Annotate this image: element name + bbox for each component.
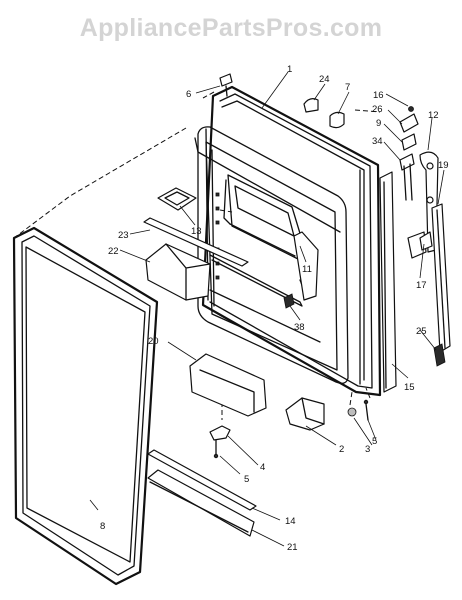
bracket-2 [285,397,325,431]
callout-7: 7 [345,82,350,93]
callout-16: 16 [373,90,384,101]
mounting-holes [215,192,220,280]
callout-20: 20 [148,336,159,347]
callout-21: 21 [287,542,298,553]
shelf-retainer-11 [293,231,319,301]
callout-22: 22 [108,246,119,257]
callout-15: 15 [404,382,415,393]
callout-4: 4 [260,462,265,473]
callout-38: 38 [294,322,305,333]
callout-5-lower: 5 [244,474,249,485]
hinge-pin-parts [347,399,369,421]
callout-17: 17 [416,280,427,291]
callout-34: 34 [372,136,383,147]
callout-5-upper: 5 [372,436,377,447]
callout-24: 24 [319,74,330,85]
plug-24 [303,98,319,113]
callout-8: 8 [100,521,105,532]
callout-labels: 1 24 7 16 6 26 12 9 34 19 13 23 22 11 17… [100,64,449,553]
callout-13: 13 [191,226,202,237]
door-handle [431,203,451,353]
bottom-trim-strips [147,449,257,537]
door-trim-strip [379,171,397,393]
clip-38 [283,293,295,309]
door-gasket [12,226,159,586]
callout-leaders [89,71,445,547]
callout-6: 6 [186,89,191,100]
door-bin [189,353,267,417]
callout-14: 14 [285,516,296,527]
callout-9: 9 [376,118,381,129]
callout-19: 19 [438,160,449,171]
watermark-text: AppliancePartsPros.com [79,14,383,42]
stop-7 [329,111,345,129]
door-panel-assembly [194,85,382,397]
dairy-door [157,187,197,211]
callout-3: 3 [365,444,370,455]
callout-26: 26 [372,104,383,115]
callout-11: 11 [302,264,312,275]
callout-2: 2 [339,444,344,455]
callout-25: 25 [416,326,427,337]
door-shelf-bin [145,243,211,301]
hinge-hardware [399,106,433,251]
handle-end-cap [433,343,446,367]
cam-part-4 [209,425,231,459]
callout-23: 23 [118,230,129,241]
callout-1: 1 [287,64,292,75]
callout-12: 12 [428,110,439,121]
retainer-bar [143,217,249,267]
screw-6 [219,73,233,97]
